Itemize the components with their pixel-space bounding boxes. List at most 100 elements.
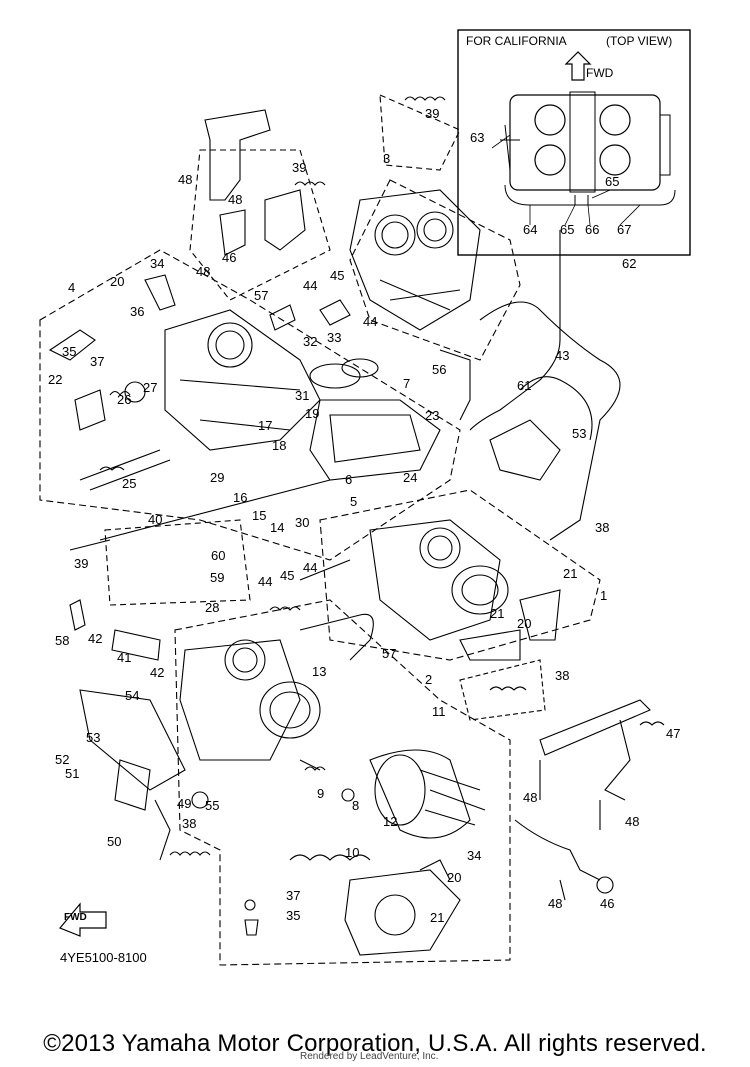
callout-6: 6 — [345, 472, 352, 487]
callout-56: 56 — [432, 362, 446, 377]
callout-33: 33 — [327, 330, 341, 345]
callout-53: 53 — [86, 730, 100, 745]
callout-52: 52 — [55, 752, 69, 767]
part-code: 4YE5100-8100 — [60, 950, 147, 965]
callout-62: 62 — [622, 256, 636, 271]
callout-38: 38 — [555, 668, 569, 683]
callout-26: 26 — [117, 392, 131, 407]
callout-27: 27 — [143, 380, 157, 395]
callout-44: 44 — [303, 278, 317, 293]
callout-51: 51 — [65, 766, 79, 781]
callout-61: 61 — [517, 378, 531, 393]
callout-65: 65 — [605, 174, 619, 189]
callout-18: 18 — [272, 438, 286, 453]
callout-67: 67 — [617, 222, 631, 237]
callout-24: 24 — [403, 470, 417, 485]
callout-3: 3 — [383, 151, 390, 166]
callout-38: 38 — [182, 816, 196, 831]
fwd-arrow-icon — [59, 902, 107, 937]
callout-39: 39 — [425, 106, 439, 121]
callout-28: 28 — [205, 600, 219, 615]
callout-55: 55 — [205, 798, 219, 813]
callout-44: 44 — [258, 574, 272, 589]
callout-17: 17 — [258, 418, 272, 433]
callout-65: 65 — [560, 222, 574, 237]
callout-43: 43 — [555, 348, 569, 363]
callout-41: 41 — [117, 650, 131, 665]
callout-38: 38 — [595, 520, 609, 535]
middle-carburetors — [69, 479, 601, 721]
callout-60: 60 — [211, 548, 225, 563]
california-inset — [457, 29, 691, 256]
callout-35: 35 — [62, 344, 76, 359]
callout-35: 35 — [286, 908, 300, 923]
callout-22: 22 — [48, 372, 62, 387]
callout-37: 37 — [90, 354, 104, 369]
callout-57: 57 — [382, 646, 396, 661]
callout-48: 48 — [178, 172, 192, 187]
callout-2: 2 — [425, 672, 432, 687]
callout-32: 32 — [303, 334, 317, 349]
copyright-footer: ©2013 Yamaha Motor Corporation, U.S.A. A… — [43, 1030, 707, 1057]
inset-title-right: (TOP VIEW) — [606, 34, 673, 48]
callout-44: 44 — [303, 560, 317, 575]
callout-23: 23 — [425, 408, 439, 423]
callout-48: 48 — [228, 192, 242, 207]
callout-53: 53 — [572, 426, 586, 441]
callout-36: 36 — [130, 304, 144, 319]
callout-48: 48 — [548, 896, 562, 911]
fwd-label: FWD — [64, 912, 87, 923]
callout-39: 39 — [74, 556, 88, 571]
callout-21: 21 — [430, 910, 444, 925]
callout-58: 58 — [55, 633, 69, 648]
callout-34: 34 — [150, 256, 164, 271]
callout-21: 21 — [563, 566, 577, 581]
callout-42: 42 — [88, 631, 102, 646]
callout-63: 63 — [470, 130, 484, 145]
callout-40: 40 — [148, 512, 162, 527]
callout-46: 46 — [222, 250, 236, 265]
callout-16: 16 — [233, 490, 247, 505]
callout-45: 45 — [280, 568, 294, 583]
callout-45: 45 — [330, 268, 344, 283]
callout-37: 37 — [286, 888, 300, 903]
inset-fwd-arrow-icon — [564, 51, 592, 81]
callout-20: 20 — [517, 616, 531, 631]
callout-48: 48 — [196, 264, 210, 279]
callout-14: 14 — [270, 520, 284, 535]
callout-47: 47 — [666, 726, 680, 741]
callout-57: 57 — [254, 288, 268, 303]
rendered-by-watermark: Rendered by LeadVenture, Inc. — [300, 1051, 439, 1062]
inset-fwd-label: FWD — [586, 66, 614, 80]
callout-1: 1 — [600, 588, 607, 603]
callout-48: 48 — [625, 814, 639, 829]
callout-13: 13 — [312, 664, 326, 679]
callout-5: 5 — [350, 494, 357, 509]
callout-39: 39 — [292, 160, 306, 175]
callout-21: 21 — [490, 606, 504, 621]
callout-59: 59 — [210, 570, 224, 585]
callout-7: 7 — [403, 376, 410, 391]
callout-49: 49 — [177, 796, 191, 811]
callout-64: 64 — [523, 222, 537, 237]
callout-25: 25 — [122, 476, 136, 491]
callout-15: 15 — [252, 508, 266, 523]
callout-8: 8 — [352, 798, 359, 813]
lower-carburetor — [79, 599, 665, 966]
callout-20: 20 — [110, 274, 124, 289]
callout-34: 34 — [467, 848, 481, 863]
callout-66: 66 — [585, 222, 599, 237]
callout-50: 50 — [107, 834, 121, 849]
callout-9: 9 — [317, 786, 324, 801]
callout-42: 42 — [150, 665, 164, 680]
callout-12: 12 — [383, 814, 397, 829]
callout-54: 54 — [125, 688, 139, 703]
callout-4: 4 — [68, 280, 75, 295]
callout-31: 31 — [295, 388, 309, 403]
callout-48: 48 — [523, 790, 537, 805]
callout-11: 11 — [432, 704, 446, 719]
callout-44: 44 — [363, 314, 377, 329]
callout-30: 30 — [295, 515, 309, 530]
